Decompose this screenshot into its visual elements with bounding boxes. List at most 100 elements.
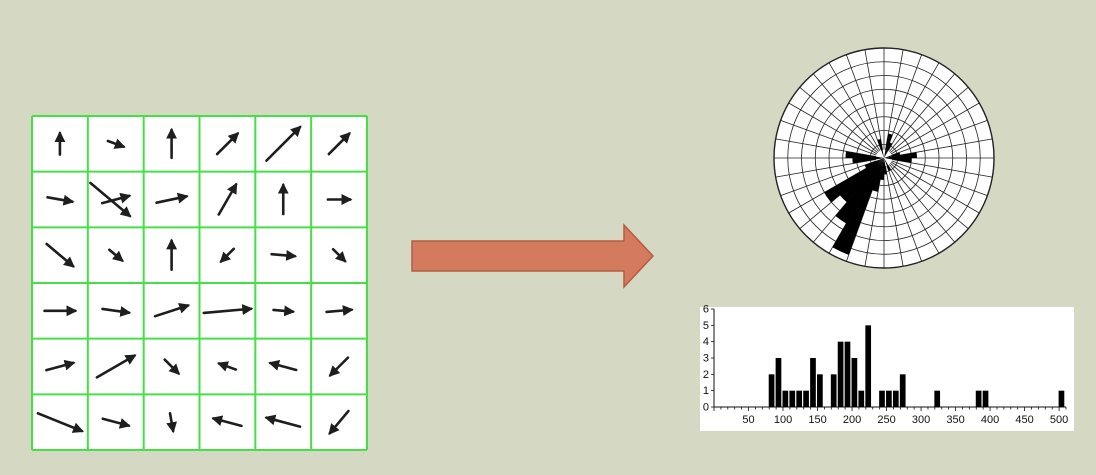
x-tick-label: 100 [774, 414, 792, 426]
y-tick-label: 5 [703, 320, 709, 332]
histogram-bar [879, 390, 885, 407]
histogram-bar [886, 390, 892, 407]
rose-sector [884, 152, 901, 158]
vector-arrow [272, 305, 296, 317]
rose-spoke [890, 86, 969, 154]
y-tick-label: 1 [703, 385, 709, 397]
vector-arrow [264, 414, 302, 428]
rose-spoke [788, 102, 878, 155]
vector-arrow [36, 411, 84, 433]
rose-sector [845, 151, 884, 158]
rose-spoke [828, 62, 881, 152]
vector-arrow [217, 182, 238, 216]
rose-spoke [887, 164, 940, 254]
rose-spoke [885, 49, 904, 150]
flow-arrow [411, 223, 655, 289]
rose-spoke [890, 162, 969, 230]
vector-arrow [155, 192, 189, 204]
histogram-bar [851, 358, 858, 407]
rose-spoke [891, 160, 988, 196]
histogram-background [700, 307, 1074, 431]
rose-spoke [812, 73, 880, 152]
rose-spoke [887, 62, 940, 152]
rose-sector [884, 142, 893, 158]
y-tick-label: 2 [703, 369, 709, 381]
rose-sector [852, 158, 884, 164]
vector-arrow [270, 249, 298, 261]
vector-arrow [202, 304, 254, 315]
vector-arrow [268, 360, 298, 372]
rose-spoke [892, 138, 993, 157]
y-tick-label: 6 [703, 304, 709, 316]
vector-arrow [153, 302, 191, 318]
rose-spoke [799, 86, 878, 154]
vector-arrow [100, 192, 132, 205]
vector-arrow [46, 194, 75, 206]
rose-sector [877, 139, 884, 158]
rose-spoke [888, 73, 956, 152]
rose-spoke [890, 102, 980, 155]
vector-arrow [328, 356, 350, 377]
y-tick-label: 4 [703, 336, 709, 348]
rose-spoke [885, 166, 904, 267]
rose-sector [884, 158, 891, 171]
histogram-bar [782, 390, 789, 407]
histogram-bar [899, 374, 906, 407]
rose-sector [880, 158, 884, 180]
vector-arrow [106, 138, 126, 149]
x-tick-label: 300 [912, 414, 930, 426]
rose-spoke [775, 138, 876, 157]
rose-diagram [773, 47, 995, 269]
rose-spoke [886, 165, 922, 262]
x-tick-label: 450 [1015, 414, 1033, 426]
histogram-bar [810, 358, 816, 407]
histogram-bar [982, 390, 989, 407]
histogram-bar [858, 390, 865, 407]
rose-spoke [891, 120, 988, 156]
histogram-bar [803, 390, 809, 407]
vector-arrow [325, 305, 354, 316]
rose-sector [884, 158, 887, 175]
rose-spoke [780, 120, 877, 156]
histogram-bars [768, 325, 1065, 407]
histogram-bar [865, 325, 872, 407]
vector-arrow [108, 248, 124, 262]
rose-sector [835, 158, 884, 224]
vector-grid-lines [31, 115, 368, 451]
vector-arrow [89, 181, 132, 218]
vector-arrow [328, 409, 350, 435]
rose-spoke [780, 160, 877, 196]
histogram-bar [796, 390, 803, 407]
vector-arrow [211, 415, 243, 428]
vector-arrow [163, 358, 181, 375]
rose-sector [839, 158, 884, 203]
vector-arrows [36, 125, 354, 435]
vector-arrow [215, 132, 240, 156]
histogram-bar [844, 341, 851, 407]
rose-spoke [864, 166, 883, 267]
rose-sector [884, 133, 893, 158]
vector-arrow [331, 247, 347, 263]
rose-sector [864, 158, 884, 169]
x-tick-label: 200 [843, 414, 861, 426]
x-tick-label: 150 [808, 414, 826, 426]
histogram-bar [830, 374, 837, 407]
rose-spoke [864, 49, 883, 150]
x-tick-label: 500 [1050, 414, 1068, 426]
vector-arrow [265, 125, 302, 162]
vector-arrow [327, 132, 351, 156]
rose-sector [884, 152, 917, 158]
rose-sector [832, 158, 884, 255]
vector-arrow [101, 417, 131, 429]
rose-spoke [892, 159, 993, 178]
rose-sector [872, 158, 884, 192]
vector-arrow [219, 247, 236, 264]
histogram-bar [975, 390, 982, 407]
rose-spoke [775, 159, 876, 178]
y-tick-label: 3 [703, 353, 709, 365]
vector-arrow [166, 412, 177, 434]
